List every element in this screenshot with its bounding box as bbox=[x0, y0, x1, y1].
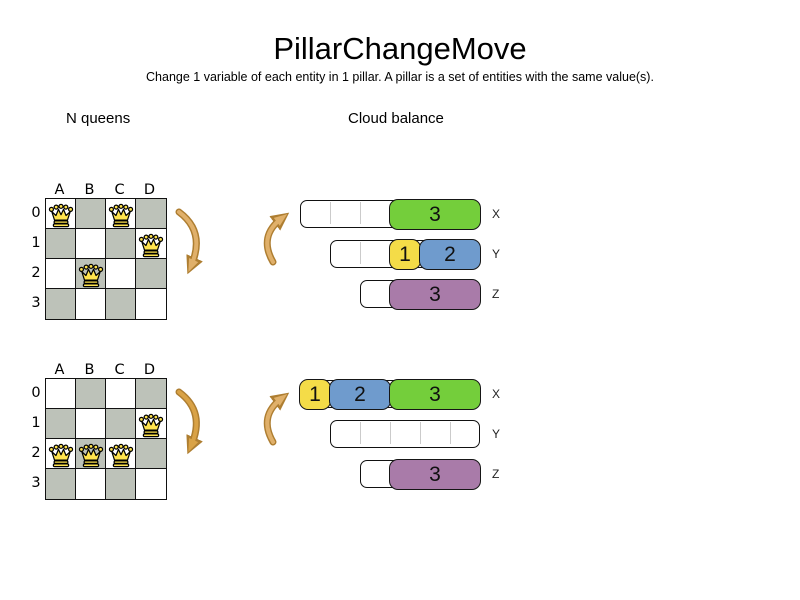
board-cell bbox=[106, 409, 136, 439]
computer-label-Z: Z bbox=[492, 467, 500, 481]
board-cell bbox=[76, 289, 106, 319]
queen-icon bbox=[78, 443, 104, 468]
process-block-3: 3 bbox=[389, 379, 481, 410]
queen-icon bbox=[108, 443, 134, 468]
board-cell bbox=[106, 379, 136, 409]
board-cell bbox=[76, 409, 106, 439]
chessboard-before: A B C D 0 1 2 3 bbox=[29, 182, 189, 324]
queen-icon bbox=[48, 203, 74, 228]
board-row-label: 2 bbox=[31, 445, 41, 461]
board-row-label: 3 bbox=[31, 295, 41, 311]
process-block-3: 3 bbox=[389, 199, 481, 230]
board-cell bbox=[136, 439, 166, 469]
board-column-label: B bbox=[84, 182, 96, 198]
queen-icon bbox=[78, 263, 104, 288]
board-column-label: C bbox=[114, 182, 126, 198]
move-arrow-icon bbox=[263, 212, 290, 266]
slot-separator bbox=[449, 422, 451, 444]
slot-separator bbox=[359, 202, 361, 224]
queen-icon bbox=[138, 413, 164, 438]
process-block-3: 3 bbox=[389, 459, 481, 490]
slot-separator bbox=[329, 202, 331, 224]
board-column-label: C bbox=[114, 362, 126, 378]
board-cell bbox=[106, 229, 136, 259]
computer-label-Z: Z bbox=[492, 287, 500, 301]
board-cell bbox=[46, 469, 76, 499]
queen-icon bbox=[108, 203, 134, 228]
board-cell bbox=[106, 259, 136, 289]
process-block-2: 2 bbox=[419, 239, 481, 270]
queen-icon bbox=[138, 233, 164, 258]
board-cell bbox=[46, 409, 76, 439]
board-cell bbox=[136, 469, 166, 499]
board-grid bbox=[45, 198, 167, 320]
nqueens-section-label: N queens bbox=[66, 110, 131, 127]
board-column-label: B bbox=[84, 362, 96, 378]
board-row-label: 2 bbox=[31, 265, 41, 281]
process-block-2: 2 bbox=[329, 379, 391, 410]
computer-label-Y: Y bbox=[492, 427, 501, 441]
computer-bar-X: 3 bbox=[300, 199, 481, 230]
board-cell bbox=[76, 379, 106, 409]
slot-separator bbox=[389, 422, 391, 444]
queen-icon bbox=[48, 443, 74, 468]
computer-bar-Z: 3 bbox=[360, 279, 481, 310]
process-block-1: 1 bbox=[299, 379, 331, 410]
board-cell bbox=[136, 199, 166, 229]
board-cell bbox=[136, 289, 166, 319]
move-arrow-icon bbox=[263, 392, 290, 446]
board-row-label: 0 bbox=[31, 205, 41, 221]
board-cell bbox=[76, 229, 106, 259]
process-block-1: 1 bbox=[389, 239, 421, 270]
board-cell bbox=[46, 289, 76, 319]
slot-separator bbox=[419, 422, 421, 444]
computer-label-Y: Y bbox=[492, 247, 501, 261]
move-arrow-icon bbox=[175, 208, 203, 275]
board-cell bbox=[136, 379, 166, 409]
computer-bar-Z: 3 bbox=[360, 459, 481, 490]
board-row-label: 3 bbox=[31, 475, 41, 491]
cloudbalance-section-label: Cloud balance bbox=[348, 110, 444, 127]
board-row-label: 0 bbox=[31, 385, 41, 401]
board-cell bbox=[76, 469, 106, 499]
slot-separator bbox=[359, 242, 361, 264]
board-grid bbox=[45, 378, 167, 500]
board-column-label: D bbox=[143, 182, 157, 198]
board-cell bbox=[46, 259, 76, 289]
board-cell bbox=[106, 289, 136, 319]
board-cell bbox=[106, 469, 136, 499]
computer-bar-Y bbox=[330, 420, 480, 448]
board-column-label: A bbox=[54, 362, 66, 378]
board-cell bbox=[46, 229, 76, 259]
move-arrow-icon bbox=[175, 388, 203, 455]
chessboard-after: A B C D 0 1 2 3 bbox=[29, 362, 189, 504]
board-column-label: A bbox=[54, 182, 66, 198]
page-subtitle: Change 1 variable of each entity in 1 pi… bbox=[146, 70, 654, 84]
page-title: PillarChangeMove bbox=[273, 31, 527, 66]
board-row-label: 1 bbox=[31, 235, 41, 251]
slot-separator bbox=[359, 422, 361, 444]
board-row-label: 1 bbox=[31, 415, 41, 431]
board-cell bbox=[136, 259, 166, 289]
board-cell bbox=[76, 199, 106, 229]
board-cell bbox=[46, 379, 76, 409]
process-block-3: 3 bbox=[389, 279, 481, 310]
computer-label-X: X bbox=[492, 207, 501, 221]
computer-label-X: X bbox=[492, 387, 501, 401]
board-column-label: D bbox=[143, 362, 157, 378]
